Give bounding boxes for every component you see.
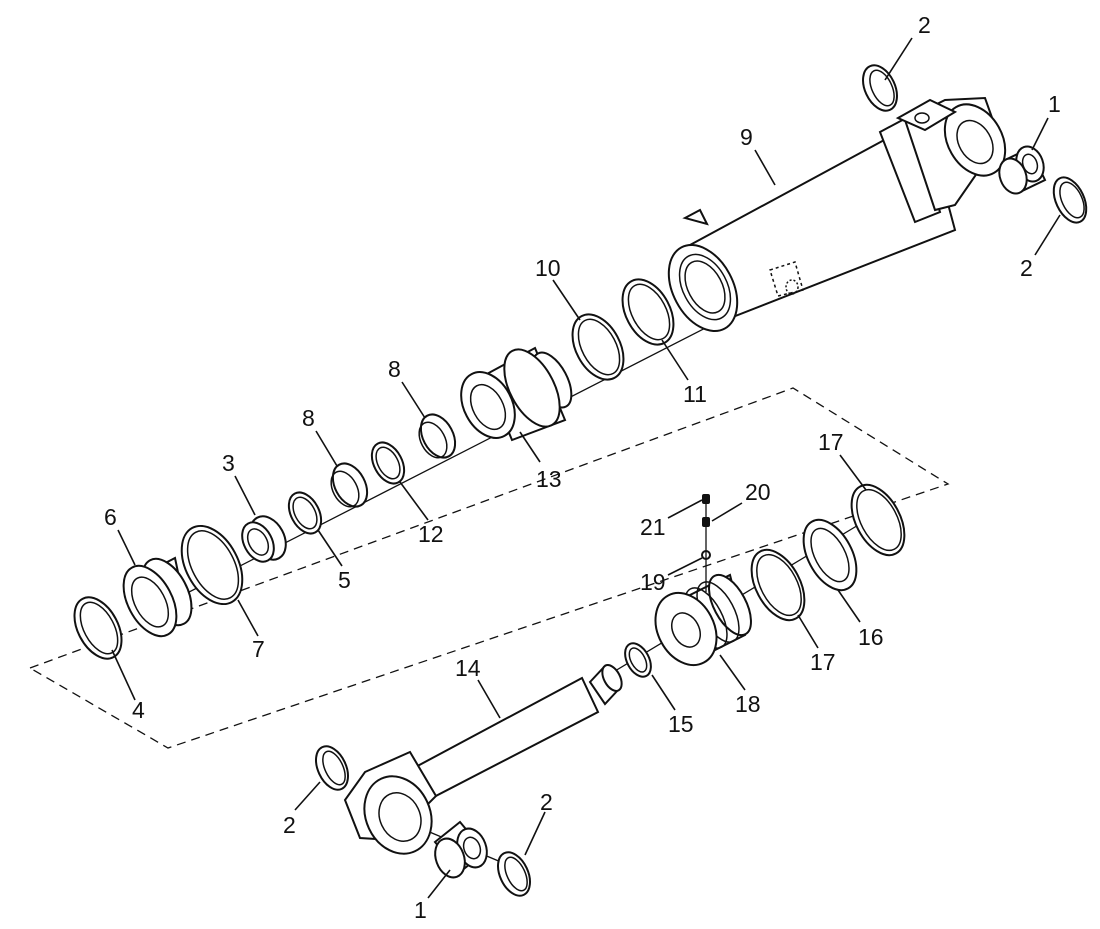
callout-2-right: 2 [1020, 255, 1033, 281]
callout-21: 21 [640, 514, 666, 540]
callout-17-upper: 17 [818, 429, 844, 455]
callout-17-lower: 17 [810, 649, 836, 675]
part-1-lower-bushing [433, 820, 488, 879]
part-4-retaining-ring [73, 596, 123, 660]
upper-axis [149, 294, 771, 613]
part-1-upper-bushing [998, 145, 1047, 195]
part-2-ring-rod-right [497, 851, 531, 897]
part-8-wear-ring-right [418, 413, 457, 459]
callout-6: 6 [104, 504, 117, 530]
part-13-gland [460, 346, 573, 442]
part-10-o-ring [571, 313, 625, 381]
part-15-o-ring [624, 642, 652, 678]
callout-18: 18 [735, 691, 761, 717]
part-8-wear-ring-left [330, 462, 369, 508]
callout-13: 13 [536, 466, 562, 492]
part-7-snap-ring [180, 524, 244, 606]
part-14-piston-rod [343, 664, 623, 855]
leader-lines [111, 37, 1061, 899]
callout-16: 16 [858, 624, 884, 650]
callout-1-upper: 1 [1048, 91, 1061, 117]
callout-2-rod-right: 2 [540, 789, 553, 815]
part-17-seal-ring-upper [850, 483, 906, 557]
part-17-seal-ring-lower [750, 548, 806, 622]
callout-2-top: 2 [918, 12, 931, 38]
callout-11: 11 [683, 381, 707, 407]
callout-4: 4 [132, 697, 145, 723]
part-5-backup-ring [287, 491, 323, 535]
callout-19: 19 [640, 569, 666, 595]
part-3-wiper [241, 515, 287, 563]
callout-7: 7 [252, 636, 265, 662]
part-2-ring-right [1052, 176, 1088, 224]
part-12-rod-seal [370, 441, 406, 485]
callout-10: 10 [535, 255, 561, 281]
callout-3: 3 [222, 450, 235, 476]
callout-12: 12 [418, 521, 444, 547]
part-21-set-screw [702, 494, 710, 504]
part-2-ring-rod-left [315, 745, 349, 791]
callout-1-lower: 1 [414, 897, 427, 923]
callout-20: 20 [745, 479, 771, 505]
part-9-cylinder-barrel [667, 96, 1007, 332]
part-2-ring-top [862, 64, 898, 112]
callout-8-right: 8 [388, 356, 401, 382]
part-11-snap-ring [621, 278, 675, 346]
part-18-piston [654, 573, 752, 667]
callout-14: 14 [455, 655, 481, 681]
part-20-set-screw [702, 517, 710, 527]
callout-9: 9 [740, 124, 753, 150]
callout-2-rod-left: 2 [283, 812, 296, 838]
part-16-wear-ring [802, 518, 858, 592]
callout-5: 5 [338, 567, 351, 593]
part-6-gland-nut [122, 556, 193, 638]
callout-15: 15 [668, 711, 694, 737]
callout-8-left: 8 [302, 405, 315, 431]
part-19-ball [701, 502, 711, 592]
seal-kit-outline [28, 387, 950, 749]
